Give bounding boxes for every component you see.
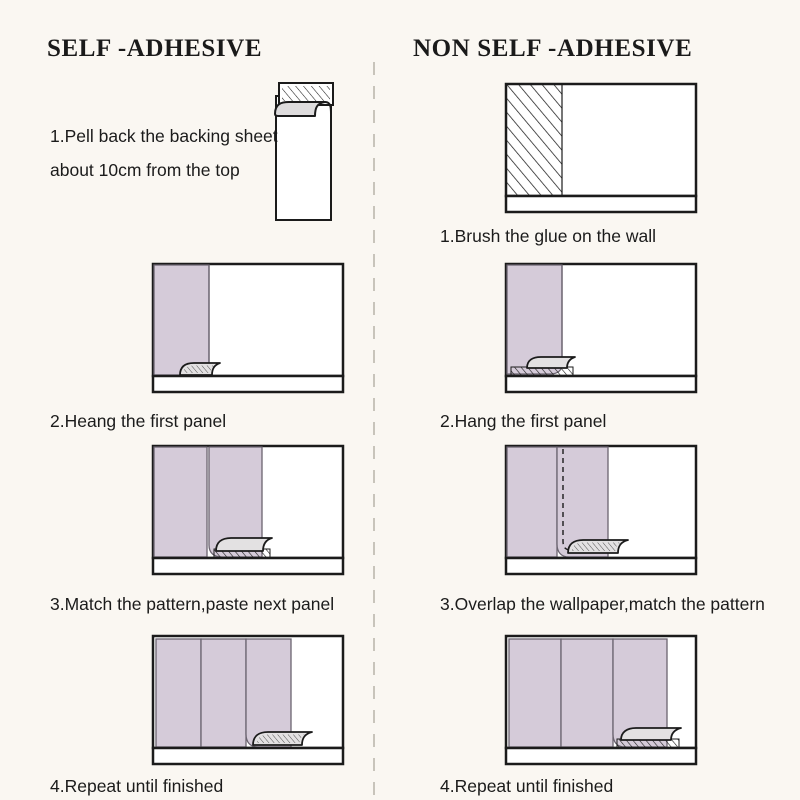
illustration-right-wall-two-panels-overlap	[504, 444, 698, 577]
caption-right-step1: 1.Brush the glue on the wall	[440, 226, 656, 246]
caption-right-step3: 3.Overlap the wallpaper,match the patter…	[440, 594, 765, 614]
illustration-roll-peel-backing	[265, 78, 345, 223]
illustration-left-wall-one-panel	[151, 262, 345, 395]
illustration-right-wall-three-panels	[504, 634, 698, 767]
caption-left-step2: 2.Heang the first panel	[50, 411, 227, 431]
illustration-left-wall-two-panels	[151, 444, 345, 577]
caption-right-step4: 4.Repeat until finished	[440, 776, 614, 796]
illustration-right-wall-one-panel	[504, 262, 698, 395]
column-divider	[373, 62, 375, 800]
column-title-self-adhesive: SELF -ADHESIVE	[47, 35, 263, 62]
caption-left-step1-line2: about 10cm from the top	[50, 160, 240, 180]
caption-right-step2: 2.Hang the first panel	[440, 411, 607, 431]
illustration-left-wall-three-panels	[151, 634, 345, 767]
illustration-wall-glue-hatch	[504, 82, 698, 215]
caption-left-step3: 3.Match the pattern,paste next panel	[50, 594, 335, 614]
column-title-non-self-adhesive: NON SELF -ADHESIVE	[413, 35, 693, 62]
caption-left-step4: 4.Repeat until finished	[50, 776, 224, 796]
caption-left-step1-line1: 1.Pell back the backing sheet	[50, 126, 278, 146]
